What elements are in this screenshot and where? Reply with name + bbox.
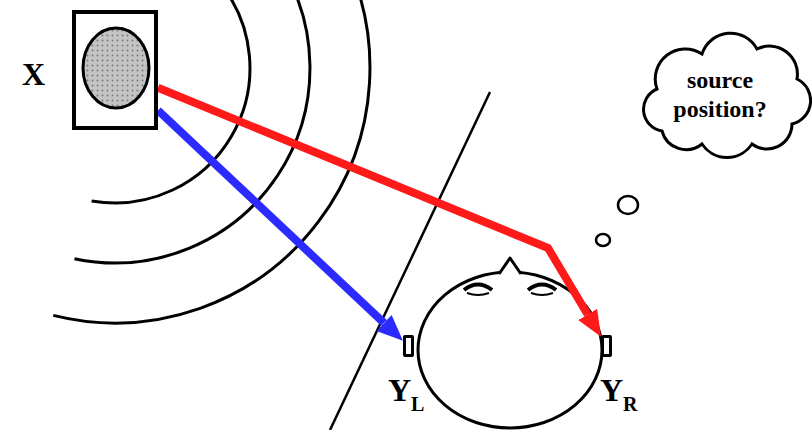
red-arrow [158,88,588,315]
loudspeaker-box: X [72,10,158,130]
nose [499,258,521,274]
ear-label: YL [388,374,424,406]
signal-name: Y [600,374,623,406]
speaker-drawing [76,14,154,126]
signal-name: Y [388,374,411,406]
thought-text: source position? [662,66,778,124]
source-label: X [22,58,45,90]
eye [528,285,556,291]
thought-cloud: source position? [632,36,808,154]
left-ear: YL [403,335,414,357]
ear-label: YR [600,374,638,406]
cloud-outline [644,33,811,157]
speaker-cone [83,28,149,108]
cloud-outline-svg [632,36,808,154]
right-ear: YR [601,335,612,357]
thought-bubble [596,234,610,246]
thought-bubble [618,196,638,214]
eye [464,285,492,291]
signal-subscript: R [623,394,637,414]
signal-subscript: L [411,394,424,414]
blue-arrow [158,110,384,323]
eye [531,293,553,295]
eye [467,293,489,295]
